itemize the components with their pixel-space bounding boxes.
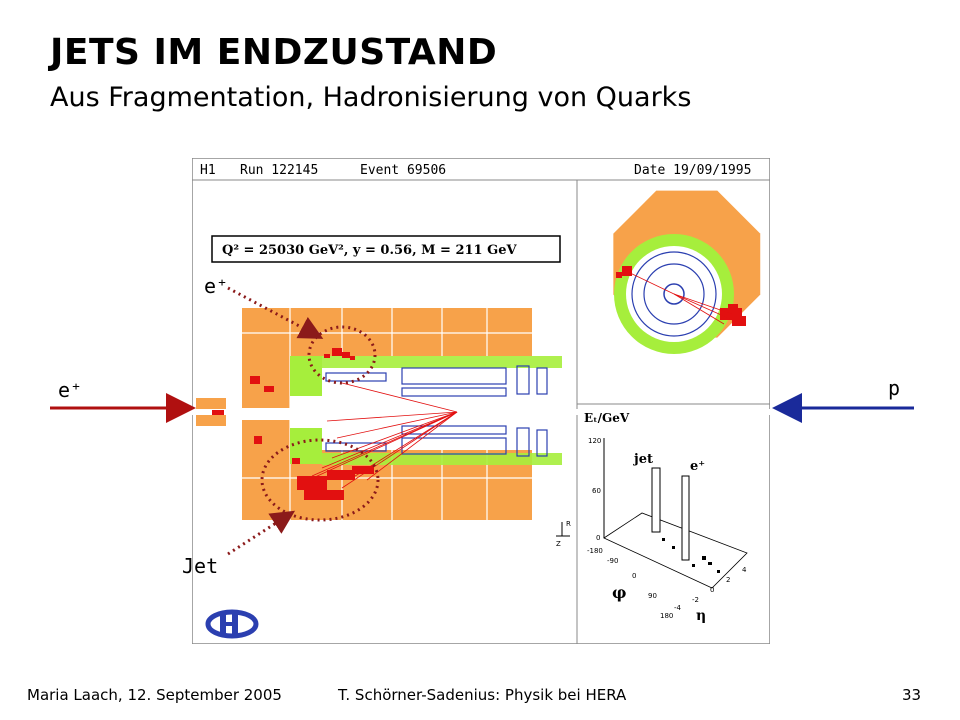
- lego-jet-label: jet: [633, 452, 653, 467]
- electron-top-label: e⁺: [204, 274, 229, 298]
- eplus-arrow: [227, 286, 324, 339]
- calorimeter-end-view: [613, 190, 761, 354]
- energy-deposits: [212, 348, 374, 500]
- particle-tracks: [301, 382, 458, 489]
- et-tick-120: 120: [588, 437, 601, 445]
- phi-label: φ: [612, 583, 626, 602]
- et-axis-label: Eₜ/GeV: [584, 411, 630, 425]
- jet-arrow: [227, 510, 296, 556]
- et-lego-plot: Eₜ/GeV 120 60 0 jet e⁺ φ η -180 -90 0 90…: [584, 411, 748, 624]
- lego-eplus-label: e⁺: [690, 459, 705, 474]
- slide-title: JETS IM ENDZUSTAND: [50, 32, 498, 73]
- eta-tick-1: -4: [674, 604, 682, 612]
- header-date: Date 19/09/1995: [634, 163, 751, 178]
- phi-tick-5: 180: [660, 612, 673, 620]
- phi-tick-1: -180: [587, 547, 603, 555]
- phi-tick-3: 0: [632, 572, 636, 580]
- rz-axis-marker: R Z: [556, 520, 571, 548]
- proton-beam-label: p: [888, 376, 901, 400]
- et-tick-0: 0: [596, 534, 600, 542]
- footer-venue: Maria Laach, 12. September 2005: [27, 686, 282, 704]
- header-run: Run 122145: [240, 163, 318, 178]
- header-event: Event 69506: [360, 163, 446, 178]
- eta-label: η: [696, 608, 706, 624]
- h1-event-display: H1 Run 122145 Event 69506 Date 19/09/199…: [192, 158, 770, 644]
- eta-tick-5: 4: [742, 566, 747, 574]
- footer-author: T. Schörner-Sadenius: Physik bei HERA: [338, 686, 627, 704]
- eta-tick-2: -2: [692, 596, 699, 604]
- phi-tick-4: 90: [648, 592, 657, 600]
- slide-subtitle: Aus Fragmentation, Hadronisierung von Qu…: [50, 82, 692, 113]
- highlight-circles: [260, 325, 380, 522]
- axis-r-label: R: [566, 520, 571, 528]
- calorimeter-side-view: [192, 308, 770, 520]
- page-number: 33: [902, 686, 922, 704]
- et-tick-60: 60: [592, 487, 601, 495]
- header-experiment: H1: [200, 163, 216, 178]
- eta-tick-3: 0: [710, 586, 714, 594]
- h1-logo: [205, 609, 259, 639]
- jet-label: Jet: [182, 554, 219, 578]
- electron-beam-label: e⁺: [58, 378, 83, 402]
- kinematics-label: Q² = 25030 GeV², y = 0.56, M = 211 GeV: [222, 243, 518, 258]
- phi-tick-2: -90: [607, 557, 618, 565]
- eta-tick-4: 2: [726, 576, 730, 584]
- axis-z-label: Z: [556, 540, 561, 548]
